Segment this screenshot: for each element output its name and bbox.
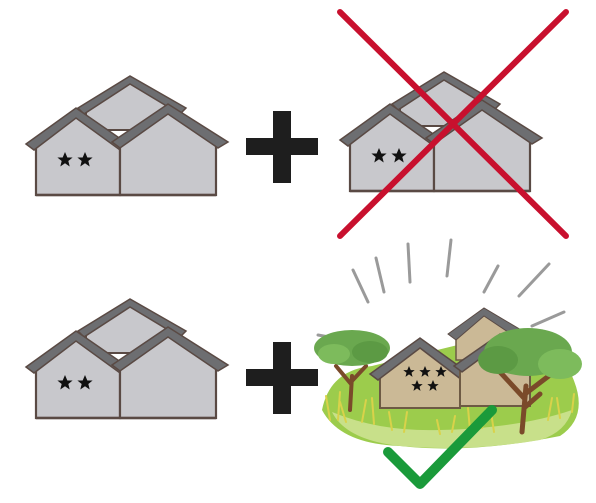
- plus-icon: [246, 342, 318, 414]
- left-house-cluster: [26, 299, 228, 418]
- sun-rays: [318, 240, 564, 340]
- plus-icon: [246, 111, 318, 183]
- left-house-cluster: [26, 76, 228, 195]
- right-house-cluster: [340, 72, 542, 191]
- row-1: [26, 12, 566, 236]
- nature-scene: [314, 308, 582, 448]
- row-2: [26, 240, 582, 484]
